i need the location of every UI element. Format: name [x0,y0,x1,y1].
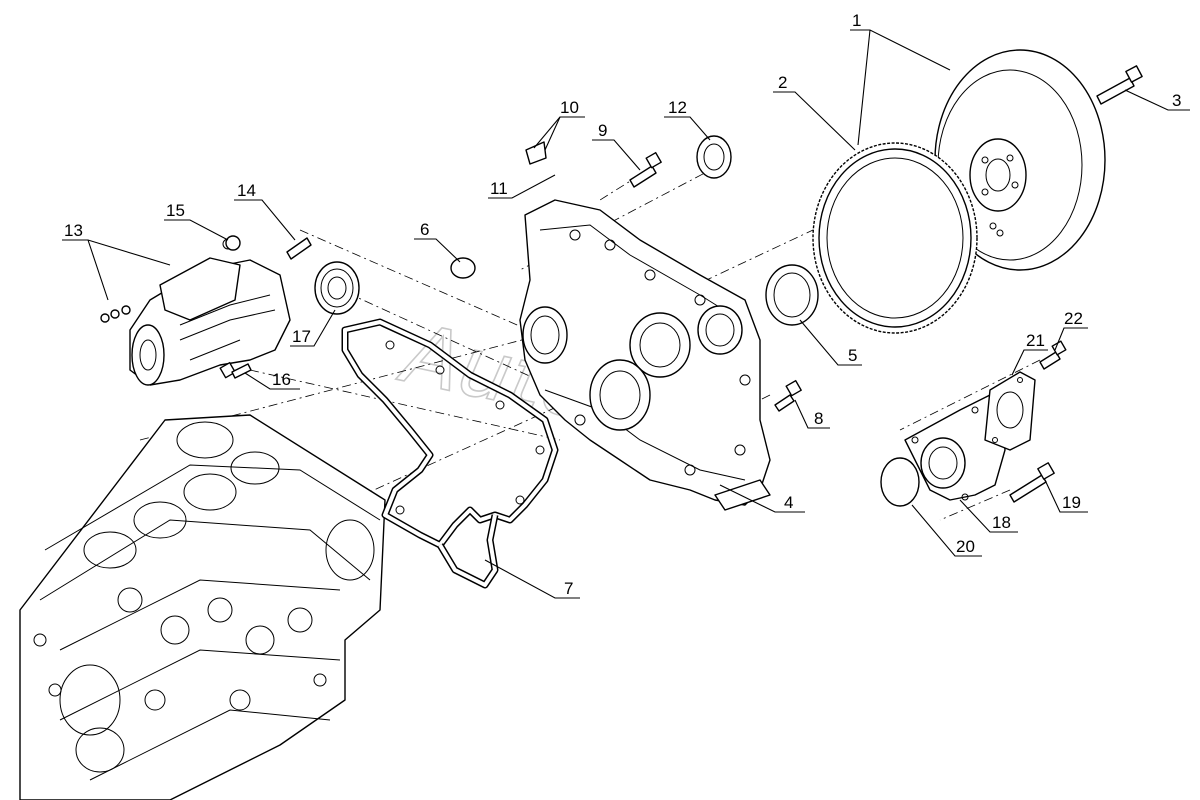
timing-cover-gasket [341,318,559,589]
callout-14: 14 [237,181,256,200]
callouts: 1 2 3 4 5 6 7 8 9 10 11 12 13 14 15 16 1… [64,11,1181,598]
callout-18: 18 [992,513,1011,532]
engine-block [19,414,386,800]
flywheel [934,49,1106,271]
plug [450,257,476,279]
starter-motor [100,238,291,386]
crankshaft-seal [765,264,819,326]
bolt-9 [629,151,662,188]
callout-8: 8 [814,409,823,428]
nut-15 [225,235,241,251]
o-ring [880,457,920,507]
oil-seal [696,135,732,179]
bolt-22 [1039,340,1067,370]
callout-17: 17 [292,327,311,346]
callout-4: 4 [784,493,793,512]
callout-1: 1 [852,11,861,30]
callout-3: 3 [1172,91,1181,110]
bolt-16 [219,361,252,379]
callout-20: 20 [956,537,975,556]
callout-22: 22 [1064,309,1083,328]
callout-5: 5 [848,346,857,365]
ring-gear [812,142,978,334]
callout-15: 15 [166,201,185,220]
bolt-19 [1009,462,1055,503]
callout-21: 21 [1026,331,1045,350]
stud-14 [286,237,312,260]
bearing [314,261,360,315]
leader-lines [62,29,1190,599]
callout-7: 7 [564,579,573,598]
dowel-10 [525,141,547,165]
timing-cover [519,199,771,511]
bolt-3 [1096,65,1143,105]
callout-2: 2 [778,73,787,92]
thermostat-housing [904,394,1006,501]
callout-12: 12 [668,98,687,117]
housing-gasket [984,371,1036,451]
bolt-8 [774,379,802,412]
callout-13: 13 [64,221,83,240]
callout-6: 6 [420,220,429,239]
callout-9: 9 [598,121,607,140]
callout-11: 11 [490,179,508,198]
callout-16: 16 [272,370,291,389]
callout-19: 19 [1062,493,1081,512]
callout-10: 10 [560,98,579,117]
